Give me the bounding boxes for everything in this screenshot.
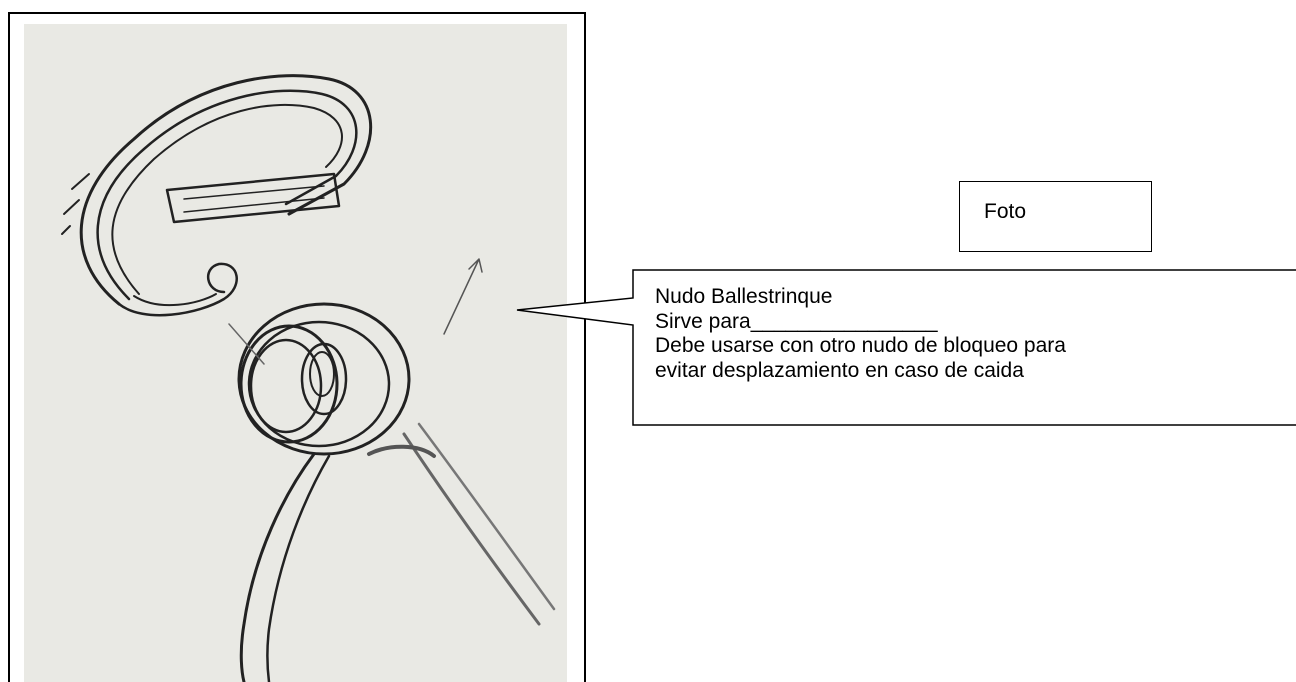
frame-left-border xyxy=(8,12,10,682)
carabiner-outline-third xyxy=(111,103,343,295)
direction-arrow xyxy=(443,258,483,335)
callout-title: Nudo Ballestrinque xyxy=(655,285,833,308)
foto-label: Foto xyxy=(984,200,1027,223)
frame-top-border xyxy=(8,12,585,14)
foto-box: Foto xyxy=(959,181,1152,252)
carabiner-hook xyxy=(117,262,238,317)
knot-coil xyxy=(237,302,411,456)
frame-right-border xyxy=(584,12,586,682)
carabiner-outline xyxy=(79,74,373,306)
knot-coil xyxy=(239,324,339,444)
knot-coil xyxy=(309,351,335,397)
sketch-stroke xyxy=(61,173,90,235)
rope-strand xyxy=(417,422,556,611)
callout-purpose-line: Sirve para________________ xyxy=(655,309,938,333)
rope-strand xyxy=(402,432,541,626)
knot-coil xyxy=(249,338,323,434)
carabiner-gate xyxy=(165,172,341,224)
callout-note-line: Debe usarse con otro nudo de bloqueo par… xyxy=(655,334,1066,357)
knot-coil xyxy=(247,320,391,448)
direction-arrow xyxy=(228,323,265,365)
carabiner-outline-inner xyxy=(96,89,358,301)
carabiner-hook-inner xyxy=(133,293,217,307)
knot-drawing xyxy=(61,74,556,682)
callout-text: Nudo Ballestrinque Sirve para___________… xyxy=(655,285,1066,383)
rope-strand xyxy=(367,444,436,458)
rope-strand xyxy=(239,452,316,682)
knot-coil xyxy=(300,342,348,416)
knot-illustration xyxy=(24,24,567,682)
rope-strand xyxy=(266,454,331,682)
callout-note-line: evitar desplazamiento en caso de caida xyxy=(655,358,1024,382)
carabiner-gate-inner xyxy=(183,185,325,213)
